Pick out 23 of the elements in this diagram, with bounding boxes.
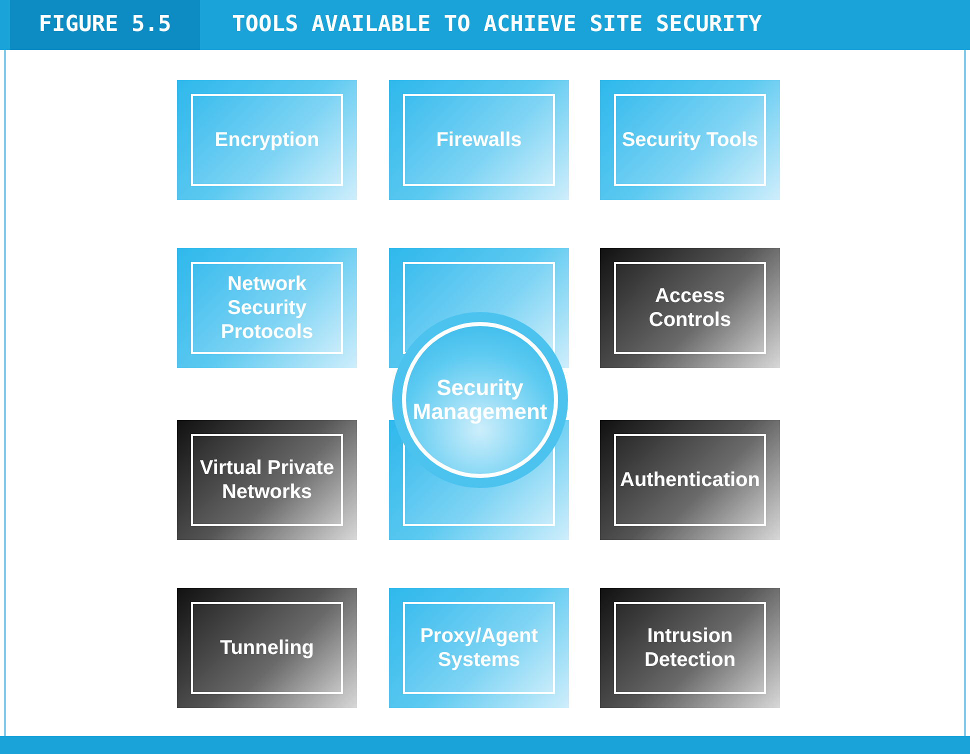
box-label: Authentication — [619, 468, 761, 492]
tool-box — [600, 420, 780, 540]
tool-box — [600, 248, 780, 368]
box-label: Access Controls — [648, 284, 732, 332]
box-label: Proxy/Agent Systems — [419, 624, 539, 672]
tool-box — [389, 80, 569, 200]
box-label: Encryption — [214, 128, 320, 152]
box-label: Security Management — [412, 376, 548, 424]
box-label: Intrusion Detection — [643, 624, 737, 672]
box-label: Network Security Protocols — [220, 272, 314, 344]
box-label: Virtual Private Networks — [198, 456, 336, 504]
tool-box — [600, 588, 780, 708]
box-label: Firewalls — [435, 128, 523, 152]
tool-box — [177, 420, 357, 540]
figure-title: TOOLS AVAILABLE TO ACHIEVE SITE SECURITY — [232, 12, 762, 37]
tool-box — [600, 80, 780, 200]
box-label: Security Tools — [620, 128, 760, 152]
box-label: Tunneling — [218, 636, 316, 660]
tool-box — [177, 588, 357, 708]
tool-box — [177, 248, 357, 368]
figure-number: FIGURE 5.5 — [38, 12, 172, 37]
tool-box — [177, 80, 357, 200]
tool-box — [389, 588, 569, 708]
